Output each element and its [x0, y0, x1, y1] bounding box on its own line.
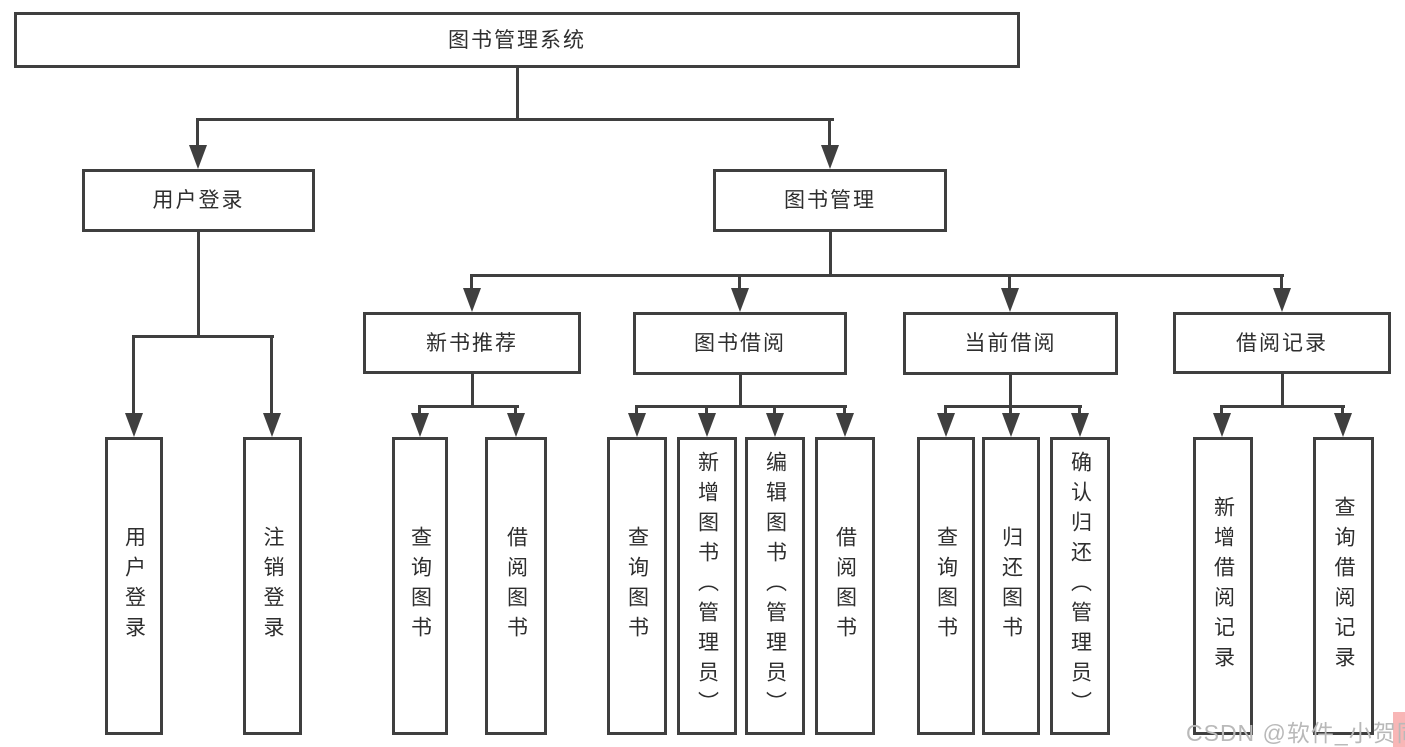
connector-line [516, 68, 519, 121]
arrowhead-icon [1273, 288, 1291, 312]
arrowhead-icon [821, 145, 839, 169]
node-borrow-records: 借阅记录 [1173, 312, 1391, 374]
arrowhead-icon [463, 288, 481, 312]
arrow-stem [773, 405, 776, 419]
leaf-logout: 注销登录 [243, 437, 302, 735]
arrow-stem [1280, 274, 1283, 294]
arrow-stem [1008, 274, 1011, 294]
arrowhead-icon [189, 145, 207, 169]
connector-line [133, 335, 274, 338]
leaf-br-query-record: 查询借阅记录 [1313, 437, 1374, 735]
arrowhead-icon [507, 413, 525, 437]
leaf-cb-query-books: 查询图书 [917, 437, 975, 735]
arrow-stem [132, 335, 135, 419]
connector-line [739, 374, 742, 408]
connector-line [1221, 405, 1345, 408]
watermark-red-mark [1393, 712, 1405, 747]
node-book-borrow: 图书借阅 [633, 312, 847, 375]
arrowhead-icon [628, 413, 646, 437]
arrowhead-icon [1334, 413, 1352, 437]
arrow-stem [944, 405, 947, 419]
watermark: CSDN @软件_小贺同学 [1186, 720, 1405, 746]
leaf-nbr-borrow-books: 借阅图书 [485, 437, 547, 735]
connector-line [471, 274, 1284, 277]
arrow-stem [828, 118, 831, 151]
connector-line [829, 232, 832, 277]
arrowhead-icon [1002, 413, 1020, 437]
arrow-stem [514, 405, 517, 419]
arrowhead-icon [1071, 413, 1089, 437]
leaf-bb-add-books-admin: 新增图书（管理员） [677, 437, 737, 735]
arrowhead-icon [766, 413, 784, 437]
arrow-stem [738, 274, 741, 294]
connector-line [197, 118, 834, 121]
arrowhead-icon [1001, 288, 1019, 312]
leaf-br-add-record: 新增借阅记录 [1193, 437, 1253, 735]
arrow-stem [418, 405, 421, 419]
arrowhead-icon [731, 288, 749, 312]
arrowhead-icon [411, 413, 429, 437]
arrow-stem [270, 335, 273, 419]
arrow-stem [1009, 405, 1012, 419]
leaf-bb-query-books: 查询图书 [607, 437, 667, 735]
connector-line [636, 405, 847, 408]
arrowhead-icon [1213, 413, 1231, 437]
connector-line [419, 405, 519, 408]
leaf-cb-return-books: 归还图书 [982, 437, 1040, 735]
arrow-stem [635, 405, 638, 419]
connector-line [471, 374, 474, 408]
arrow-stem [843, 405, 846, 419]
leaf-bb-edit-books-admin: 编辑图书（管理员） [745, 437, 805, 735]
arrowhead-icon [937, 413, 955, 437]
arrow-stem [1078, 405, 1081, 419]
arrow-stem [705, 405, 708, 419]
node-current-borrow: 当前借阅 [903, 312, 1118, 375]
node-new-book-recommend: 新书推荐 [363, 312, 581, 374]
node-root: 图书管理系统 [14, 12, 1020, 68]
leaf-user-login: 用户登录 [105, 437, 163, 735]
leaf-nbr-query-books: 查询图书 [392, 437, 448, 735]
arrow-stem [1341, 405, 1344, 419]
connector-line [1009, 374, 1012, 408]
connector-line [945, 405, 1082, 408]
arrow-stem [196, 118, 199, 151]
arrowhead-icon [125, 413, 143, 437]
arrow-stem [470, 274, 473, 294]
leaf-cb-confirm-return-admin: 确认归还（管理员） [1050, 437, 1110, 735]
arrowhead-icon [263, 413, 281, 437]
node-user-login: 用户登录 [82, 169, 315, 232]
arrowhead-icon [698, 413, 716, 437]
connector-line [1281, 374, 1284, 408]
connector-line [197, 232, 200, 338]
leaf-bb-borrow-books: 借阅图书 [815, 437, 875, 735]
arrow-stem [1220, 405, 1223, 419]
node-book-management: 图书管理 [713, 169, 947, 232]
arrowhead-icon [836, 413, 854, 437]
